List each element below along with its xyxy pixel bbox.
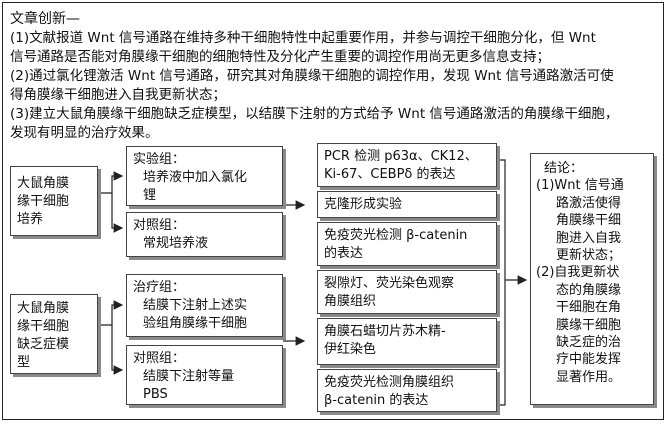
innovation-line-1: (1)文献报道 Wnt 信号通路在维持多种干细胞特性中起重要作用，并参与调控干细… (10, 30, 596, 46)
method-box-if-tissue: 免疫荧光检测角膜组织 β-catenin 的表达 (317, 369, 497, 412)
figure-frame (2, 2, 664, 420)
innovation-line-3: (2)通过氯化锂激活 Wnt 信号通路，研究其对角膜缘干细胞的调控作用，发现 W… (10, 68, 614, 84)
innovation-line-6: 发现有明显的治疗效果。 (10, 125, 159, 141)
arrow-source2-to-control2 (111, 325, 124, 375)
control-group-box-1: 对照组： 常规培养液 (126, 212, 283, 257)
arrow-source1-to-experimental (98, 171, 124, 194)
treatment-group-box: 治疗组： 结膜下注射上述实 验组角膜缘干细胞 (126, 274, 283, 337)
innovation-title: 文章创新— (10, 11, 80, 27)
conclusion-box: 结论： (1)Wnt 信号通 路激活使得 角膜缘干细 胞进入自我 更新状态； (… (530, 153, 654, 405)
innovation-line-5: (3)建立大鼠角膜缘干细胞缺乏症模型，以结膜下注射的方式给予 Wnt 信号通路激… (10, 106, 619, 122)
method-box-slitlamp: 裂隙灯、荧光染色观察 角膜组织 (317, 270, 497, 314)
control-group-box-2: 对照组： 结膜下注射等量 PBS (126, 345, 283, 405)
method-box-if-cells: 免疫荧光检测 β-catenin 的表达 (317, 222, 497, 266)
bracket-methods (497, 159, 506, 406)
arrow-source1-to-control1 (111, 193, 124, 233)
method-box-colony: 克隆形成实验 (317, 191, 497, 218)
innovation-line-4: 得角膜缘干细胞进入自我更新状态； (10, 87, 226, 103)
source-box-model: 大鼠角膜 缘干细胞 缺乏症模 型 (10, 294, 98, 374)
experimental-group-box: 实验组： 培养液中加入氯化 锂 (126, 146, 283, 206)
source-box-culture: 大鼠角膜 缘干细胞 培养 (10, 166, 98, 236)
method-box-pcr: PCR 检测 p63α、CK12、 Ki-67、CEBPδ 的表达 (317, 143, 497, 187)
method-box-he-stain: 角膜石蜡切片苏木精- 伊红染色 (317, 318, 497, 365)
innovation-line-2: 信号通路是否能对角膜缘干细胞的细胞特性及分化产生重要的调控作用尚无更多信息支持； (10, 49, 550, 65)
arrow-source2-to-treatment (98, 300, 124, 326)
